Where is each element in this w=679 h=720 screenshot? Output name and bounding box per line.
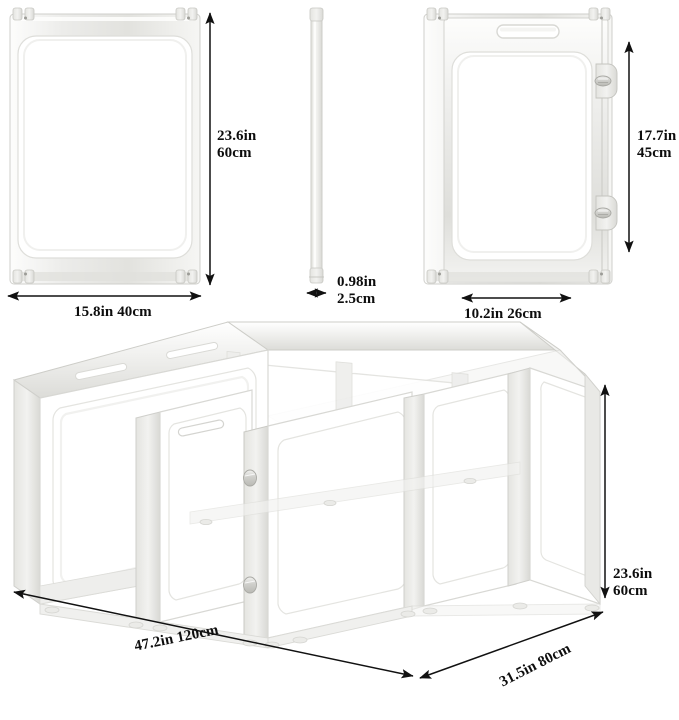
assembly-front-panel-left bbox=[135, 389, 253, 629]
label-door-height-cm: 45cm bbox=[637, 144, 672, 161]
label-panel-thickness-in: 0.98in bbox=[337, 274, 377, 290]
view-assembled-playpen bbox=[12, 321, 610, 679]
assembly-right-inner-post bbox=[507, 367, 531, 587]
assembly-bottom-rail-right bbox=[411, 603, 601, 617]
assembly-door-panel bbox=[243, 391, 413, 645]
side-edge-connector-bottom bbox=[309, 267, 324, 284]
assembly-panel-handle-slot-icon bbox=[177, 419, 225, 437]
assembly-front-right-window bbox=[432, 389, 511, 585]
side-edge-connector-top bbox=[309, 7, 324, 22]
panel-bottom-shade bbox=[14, 272, 196, 281]
side-edge-body bbox=[310, 13, 323, 283]
assembly-front-right-post bbox=[403, 393, 425, 613]
door-connector-bottom-left bbox=[426, 269, 449, 284]
assembly-top-slot-1 bbox=[75, 362, 128, 381]
panel-window-highlight bbox=[23, 39, 187, 251]
assembly-inner-bottom-rail bbox=[189, 461, 521, 525]
assembly-top-slot-2 bbox=[166, 341, 219, 360]
panel-connector-bottom-right bbox=[175, 269, 198, 284]
panel-window bbox=[17, 35, 193, 259]
door-window-highlight bbox=[457, 55, 587, 253]
assembly-door-latch-lower-icon bbox=[243, 576, 257, 594]
label-door-height-in: 17.7in bbox=[637, 128, 677, 144]
door-connector-top-left bbox=[426, 7, 449, 21]
label-door-width: 10.2in 26cm bbox=[464, 306, 542, 322]
door-connector-top-right bbox=[588, 7, 611, 21]
label-panel-width: 15.8in 40cm bbox=[74, 304, 152, 320]
assembly-door-window bbox=[277, 411, 407, 615]
assembly-left-corner-post bbox=[13, 379, 41, 605]
side-edge-highlight bbox=[313, 18, 316, 276]
door-connector-bottom-right bbox=[588, 269, 611, 284]
door-bottom-shade bbox=[428, 272, 608, 281]
assembly-door-hinge-post bbox=[243, 425, 269, 645]
dimension-arrow-assembly-length bbox=[13, 589, 414, 679]
view-panel-side-edge bbox=[306, 7, 327, 298]
panel-connector-top-left bbox=[12, 7, 35, 21]
door-window bbox=[451, 51, 593, 261]
dimension-arrow-assembly-depth bbox=[419, 611, 604, 679]
assembly-front-left-window bbox=[168, 407, 247, 601]
door-latch-upper-icon bbox=[594, 63, 618, 99]
assembly-door-latch-upper-icon bbox=[243, 469, 257, 487]
panel-top-highlight bbox=[16, 17, 194, 21]
label-panel-height-in: 23.6in bbox=[217, 128, 257, 144]
panel-connector-top-right bbox=[175, 7, 198, 21]
view-door-panel bbox=[423, 7, 634, 303]
assembly-right-window bbox=[540, 381, 593, 577]
assembly-top-back-rail bbox=[226, 321, 562, 351]
panel-connector-bottom-left bbox=[12, 269, 35, 284]
view-standard-panel bbox=[7, 7, 215, 301]
label-assembly-height-in: 23.6in bbox=[613, 566, 653, 582]
assembly-right-wall bbox=[507, 367, 601, 606]
door-handle-slot-inner bbox=[500, 27, 556, 32]
assembly-right-corner-post bbox=[584, 372, 601, 606]
door-latch-lower-icon bbox=[594, 195, 618, 231]
label-panel-height-cm: 60cm bbox=[217, 144, 252, 161]
label-panel-thickness-cm: 2.5cm bbox=[337, 290, 376, 307]
assembly-front-panel-right bbox=[403, 371, 517, 613]
assembly-front-left-post bbox=[135, 411, 161, 629]
label-assembly-height-cm: 60cm bbox=[613, 582, 648, 599]
